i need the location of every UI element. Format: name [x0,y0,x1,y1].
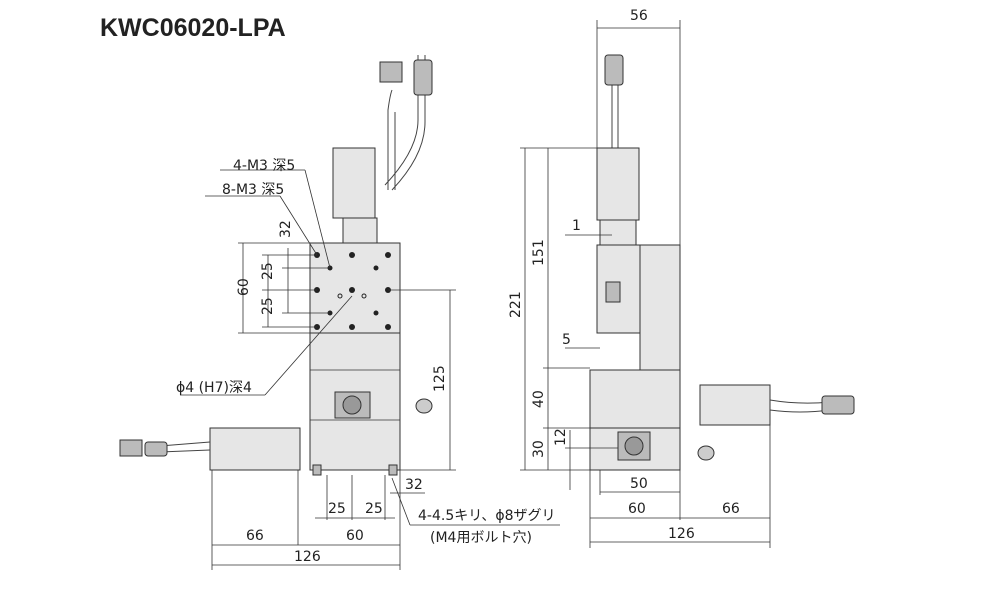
dim-side-overall-width: 126 [668,526,695,542]
dim-table-width: 60 [236,278,252,296]
connector-icon [144,441,168,457]
connector-icon [604,54,624,86]
dim-pitch-lower: 25 [260,297,276,315]
lock-lever [415,398,433,414]
motor-coupling [342,217,378,244]
vertical-cable [384,55,426,191]
column-side [639,244,681,371]
dim-motor-length: 66 [246,528,264,544]
dim-upper-height: 151 [531,239,547,266]
dim-base-pitch-left: 25 [328,501,346,517]
dim-overall-width: 126 [294,549,321,565]
dim-mid-height: 40 [531,390,547,408]
upper-motor [332,147,376,219]
dim-top-offset: 32 [278,220,294,238]
dim-base-height: 30 [531,440,547,458]
callout-4-m3: 4-M3 深5 [233,158,295,174]
callout-8-m3: 8-M3 深5 [222,182,284,198]
top-table [309,242,401,334]
upper-motor-side [596,147,640,221]
callout-mount-holes: 4-4.5キリ、ϕ8ザグリ [418,508,556,524]
dim-side-base-width: 60 [628,501,646,517]
connector-icon [119,439,143,457]
dim-overall-height: 221 [508,291,524,318]
dim-offset-5: 5 [562,332,571,348]
side-motor-end [699,384,771,426]
dim-height-to-table: 125 [432,365,448,392]
side-motor [209,427,301,471]
dim-pitch-upper: 25 [260,262,276,280]
front-view: 4-M3 深5 8-M3 深5 ϕ4 (H7)深4 4-4.5キリ、ϕ8ザグリ … [119,55,560,570]
callout-mount-note: (M4用ボルト穴) [430,530,532,546]
connector-icon [413,59,433,96]
callout-pin-hole: ϕ4 (H7)深4 [176,380,252,396]
dim-base-width: 60 [346,528,364,544]
dim-side-motor-length: 66 [722,501,740,517]
dim-offset-1: 1 [572,218,581,234]
side-view: 56 221 151 1 5 40 30 12 50 60 66 126 [508,8,855,548]
connector-icon [821,395,855,415]
dim-base-pitch-right: 25 [365,501,383,517]
stage-body-side [589,369,681,429]
dim-side-width: 56 [630,8,648,24]
connector-icon [379,61,403,83]
dim-knob-height: 12 [553,428,569,446]
dim-knob-width: 50 [630,476,648,492]
dim-foot-offset: 32 [405,477,423,493]
drawing-title: KWC06020-LPA [100,14,286,42]
